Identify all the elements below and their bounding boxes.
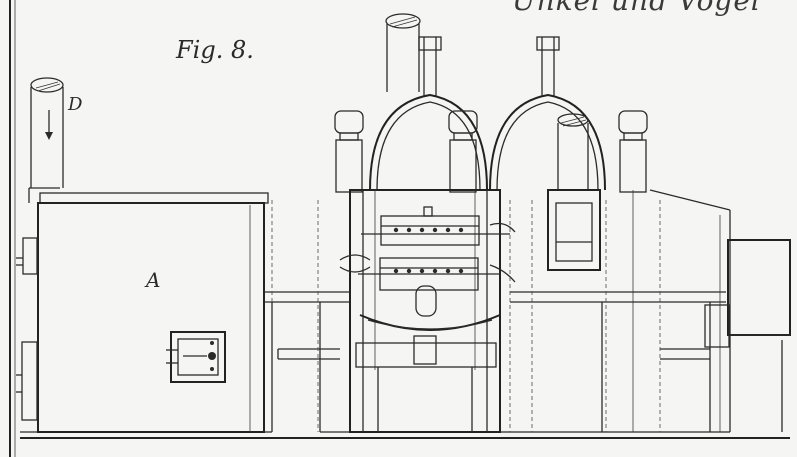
- tall-flue: [385, 13, 421, 92]
- right-chamber-inner: [555, 202, 593, 262]
- lower-grate-bolt-2: [406, 268, 412, 274]
- left-dome: [369, 36, 488, 191]
- left-column-cap: [334, 110, 364, 134]
- right-side-small-box: [704, 304, 730, 348]
- figure-title: Fig. 8.: [176, 36, 254, 64]
- middle-column-shaft: [449, 139, 477, 193]
- left-tank-door: [166, 331, 226, 383]
- upper-grate-bolt-1: [393, 227, 399, 233]
- right-flue-hatch-1: [560, 116, 585, 124]
- lower-grate-bolt-1: [393, 268, 399, 274]
- left-chimney-cap-hatch-2: [37, 83, 61, 92]
- left-column-neck: [339, 132, 359, 141]
- left-tank-valve-lower: [21, 341, 38, 421]
- right-column-shaft: [619, 139, 647, 193]
- lower-grate-bolt-6: [458, 268, 464, 274]
- right-chamber-outer: [547, 189, 601, 271]
- upper-grate-bolt-5: [445, 227, 451, 233]
- right-casing-top-slope: [649, 189, 731, 211]
- right-column-neck: [623, 132, 643, 141]
- left-handle-lower: [339, 266, 371, 273]
- right-handle-upper: [489, 222, 516, 233]
- right-side-box: [727, 239, 791, 336]
- right-column-cap: [618, 110, 648, 134]
- base-legs: [271, 302, 711, 432]
- left-handle-upper: [339, 254, 371, 261]
- upper-grate-top-pin: [423, 206, 433, 217]
- right-dome: [489, 36, 606, 191]
- door-bolt-lower: [210, 367, 214, 371]
- left-tank-a: [16, 187, 269, 433]
- ash-pan-opening: [413, 335, 437, 365]
- left-tank-top-cap: [39, 192, 269, 204]
- down-arrow-icon: [45, 132, 53, 140]
- lower-grate-bolt-4: [432, 268, 438, 274]
- header-script-text: Unkel und Vogel: [512, 0, 761, 17]
- right-flue-cap: [557, 113, 589, 127]
- door-frame: [170, 331, 226, 383]
- left-connection: [264, 200, 350, 432]
- left-chimney-cap-hatch-1: [35, 81, 59, 89]
- central-furnace-outer: [349, 189, 501, 433]
- right-casing: [649, 189, 791, 432]
- right-column: [618, 110, 648, 432]
- bowl-arch-inner: [367, 319, 493, 330]
- upper-grate-bolt-6: [458, 227, 464, 233]
- left-chimney-cap: [30, 77, 64, 93]
- left-dome-inner: [376, 101, 481, 191]
- central-furnace: [339, 189, 516, 433]
- upper-grate-bolt-2: [406, 227, 412, 233]
- right-chamber: [509, 189, 726, 432]
- right-flue-hatch-2: [562, 119, 587, 127]
- label-a: A: [146, 268, 161, 292]
- left-column-shaft: [335, 139, 363, 193]
- label-d: D: [68, 94, 83, 115]
- middle-column: [448, 110, 478, 193]
- right-dome-inner: [496, 101, 599, 191]
- right-handle-lower: [489, 264, 516, 283]
- tall-flue-hatch-1: [389, 16, 416, 25]
- fire-door-opening: [415, 285, 437, 317]
- bowl-arch-outer: [359, 314, 501, 331]
- upper-grate-bolt-3: [419, 227, 425, 233]
- door-bolt-upper: [210, 341, 214, 345]
- door-inner-frame: [177, 338, 219, 376]
- left-chimney-d: [30, 77, 64, 188]
- ash-pan-frame: [355, 342, 497, 368]
- left-tank-body: [37, 202, 265, 433]
- tall-flue-cap: [385, 13, 421, 29]
- tall-flue-hatch-2: [391, 19, 418, 28]
- left-tank-valve-upper: [22, 237, 38, 275]
- lower-grate-bolt-3: [419, 268, 425, 274]
- right-dome-outer: [489, 93, 606, 191]
- middle-column-neck: [453, 132, 473, 141]
- lower-grate-bolt-5: [445, 268, 451, 274]
- left-dome-rod-cap: [418, 36, 442, 51]
- left-dome-outer: [369, 93, 488, 191]
- right-dome-rod-cap: [536, 36, 560, 51]
- upper-grate-bolt-4: [432, 227, 438, 233]
- door-knob-icon: [208, 352, 216, 360]
